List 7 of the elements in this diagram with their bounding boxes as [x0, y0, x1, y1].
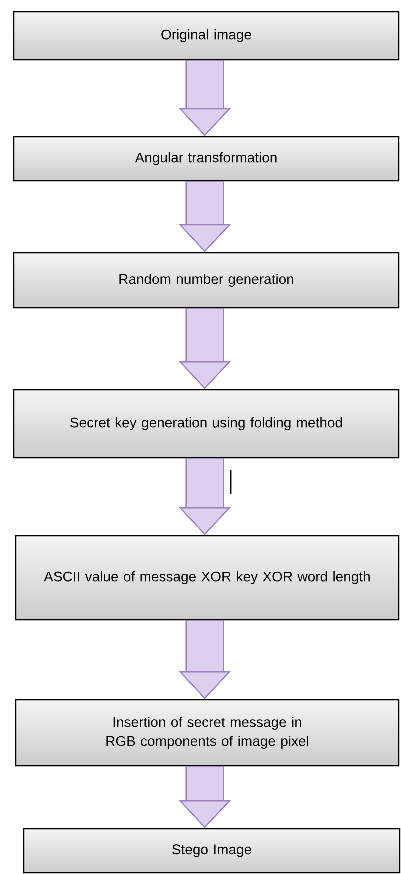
- process-box: Insertion of secret message in RGB components of image pixel: [15, 699, 400, 767]
- process-box: Angular transformation: [13, 136, 400, 182]
- process-box: Original image: [13, 11, 400, 61]
- process-box: ASCII value of message XOR key XOR word length: [15, 535, 400, 621]
- process-box: Stego Image: [23, 828, 401, 874]
- process-box: Random number generation: [13, 252, 400, 309]
- process-box: Secret key generation using folding method: [13, 389, 400, 459]
